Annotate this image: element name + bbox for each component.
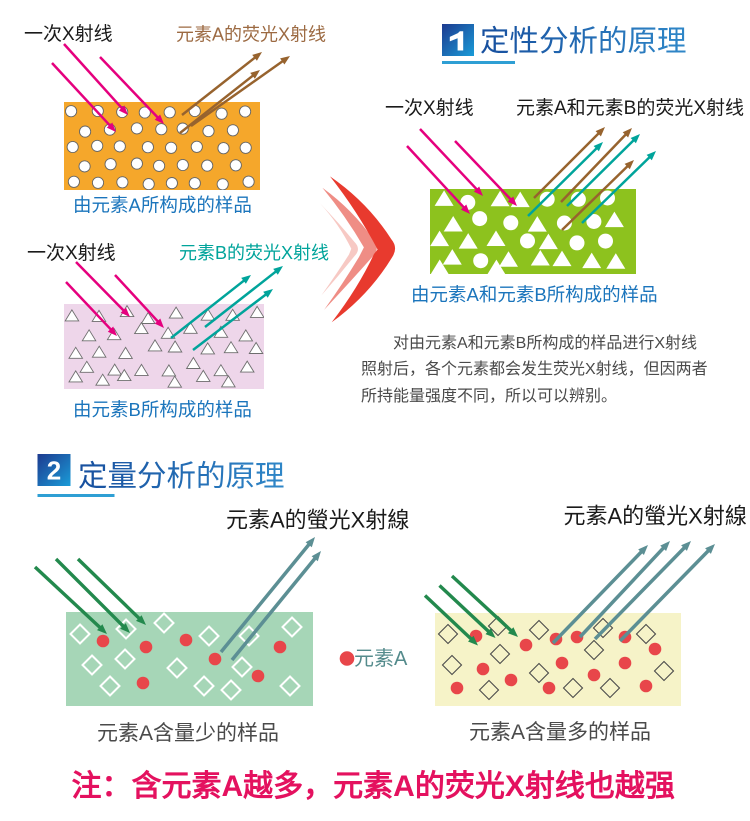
svg-text:定性分析的原理: 定性分析的原理	[480, 25, 687, 58]
svg-text:一次X射线: 一次X射线	[385, 97, 474, 119]
svg-text:对由元素A和元素B所构成的样品进行X射线: 对由元素A和元素B所构成的样品进行X射线	[393, 334, 697, 352]
svg-text:元素A含量少的样品: 元素A含量少的样品	[97, 722, 279, 745]
svg-text:元素A: 元素A	[354, 647, 408, 670]
svg-text:一次X射线: 一次X射线	[27, 242, 116, 264]
svg-text:照射后，各个元素都会发生荧光X射线，但因两者: 照射后，各个元素都会发生荧光X射线，但因两者	[361, 360, 708, 378]
svg-text:元素A的螢光X射線: 元素A的螢光X射線	[564, 504, 747, 529]
svg-text:所持能量强度不同，所以可以辨别。: 所持能量强度不同，所以可以辨别。	[361, 387, 617, 405]
svg-text:注：含元素A越多，元素A的荧光X射线也越强: 注：含元素A越多，元素A的荧光X射线也越强	[72, 769, 675, 803]
svg-text:定量分析的原理: 定量分析的原理	[78, 460, 285, 493]
svg-text:元素B的荧光X射线: 元素B的荧光X射线	[179, 243, 329, 263]
svg-text:由元素B所构成的样品: 由元素B所构成的样品	[73, 399, 252, 420]
svg-text:元素A的荧光X射线: 元素A的荧光X射线	[176, 25, 326, 45]
svg-text:元素A和元素B的荧光X射线: 元素A和元素B的荧光X射线	[516, 97, 744, 119]
svg-text:由元素A所构成的样品: 由元素A所构成的样品	[73, 195, 252, 216]
svg-text:元素A的螢光X射線: 元素A的螢光X射線	[226, 508, 409, 533]
svg-text:元素A含量多的样品: 元素A含量多的样品	[469, 721, 651, 744]
svg-text:一次X射线: 一次X射线	[24, 23, 113, 45]
svg-text:2: 2	[47, 456, 61, 486]
svg-text:由元素A和元素B所构成的样品: 由元素A和元素B所构成的样品	[411, 284, 658, 305]
